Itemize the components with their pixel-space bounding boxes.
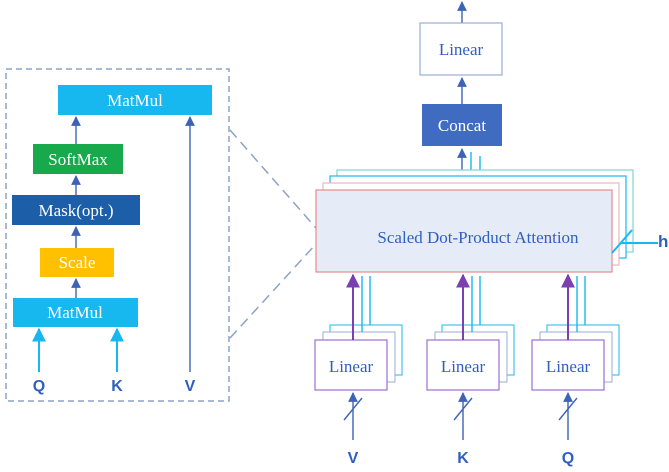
matmul-top-box <box>58 85 212 115</box>
input-k-label-right: K <box>457 450 469 467</box>
mask-label: Mask(opt.) <box>38 201 113 220</box>
v-input-slash <box>343 397 363 421</box>
k-input-slash <box>453 397 473 421</box>
mask-box <box>12 195 140 225</box>
matmul-top-label: MatMul <box>107 91 163 110</box>
attention-label: Scaled Dot-Product Attention <box>377 228 579 247</box>
input-v-label-left: V <box>185 378 196 395</box>
input-v-label-right: V <box>348 450 359 467</box>
linear-k-label: Linear <box>441 357 486 376</box>
scale-box <box>40 248 114 277</box>
linear-v-box <box>314 339 388 391</box>
q-input-slash <box>558 397 578 421</box>
zoom-connector-bottom <box>229 243 317 339</box>
h-label: h <box>658 232 668 251</box>
softmax-label: SoftMax <box>48 150 108 169</box>
concat-box <box>422 104 502 146</box>
linear-top-label: Linear <box>439 40 484 59</box>
linear-top-box <box>419 22 503 76</box>
attention-box <box>315 189 613 273</box>
linear-v-label: Linear <box>329 357 374 376</box>
h-bracket <box>611 229 658 254</box>
matmul-bottom-box <box>13 298 138 327</box>
linear-k-box <box>426 339 500 391</box>
detail-panel-border <box>5 68 230 402</box>
linear-q-label: Linear <box>546 357 591 376</box>
input-q-label-right: Q <box>562 450 574 467</box>
zoom-connector-top <box>229 129 317 229</box>
input-k-label-left: K <box>111 378 123 395</box>
input-q-label-left: Q <box>33 378 45 395</box>
scale-label: Scale <box>59 253 96 272</box>
concat-label: Concat <box>438 116 486 135</box>
softmax-box <box>33 144 123 174</box>
matmul-bottom-label: MatMul <box>47 303 103 322</box>
